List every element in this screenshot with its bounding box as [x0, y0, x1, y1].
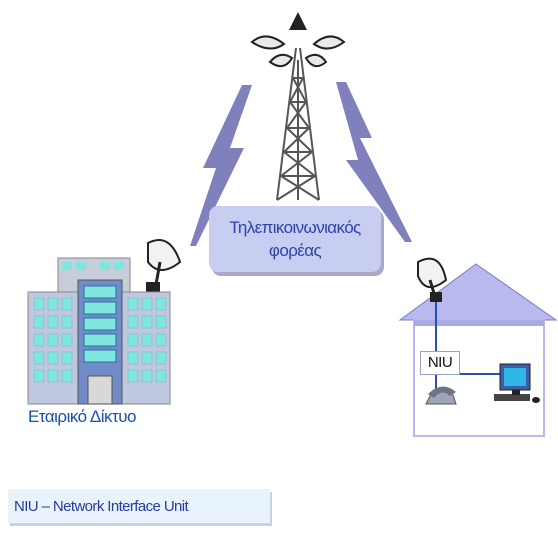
carrier-label-line2: φορέας [268, 241, 322, 260]
tower-top-icon [289, 12, 307, 30]
antenna-tower-icon [276, 47, 320, 201]
carrier-box: Τηλεπικοινωνιακός φορέας [209, 206, 381, 272]
telephone-icon [425, 386, 457, 405]
computer-icon [494, 363, 540, 403]
house-icon [398, 263, 558, 437]
lightning-bolt-right-icon [336, 82, 412, 242]
satellite-dish-left-icon [146, 239, 182, 297]
corporate-network-label: Εταιρικό Δίκτυο [28, 407, 137, 426]
legend-text: NIU – Network Interface Unit [14, 497, 189, 515]
legend-box: NIU – Network Interface Unit [8, 489, 270, 523]
satellite-dish-right-icon [417, 257, 448, 302]
office-building-icon [27, 257, 171, 405]
lightning-bolt-left-icon [190, 85, 252, 246]
tower-dishes-icon [250, 35, 346, 68]
niu-tag: NIU [420, 351, 460, 375]
carrier-label-line1: Τηλεπικοινωνιακός [229, 218, 361, 237]
